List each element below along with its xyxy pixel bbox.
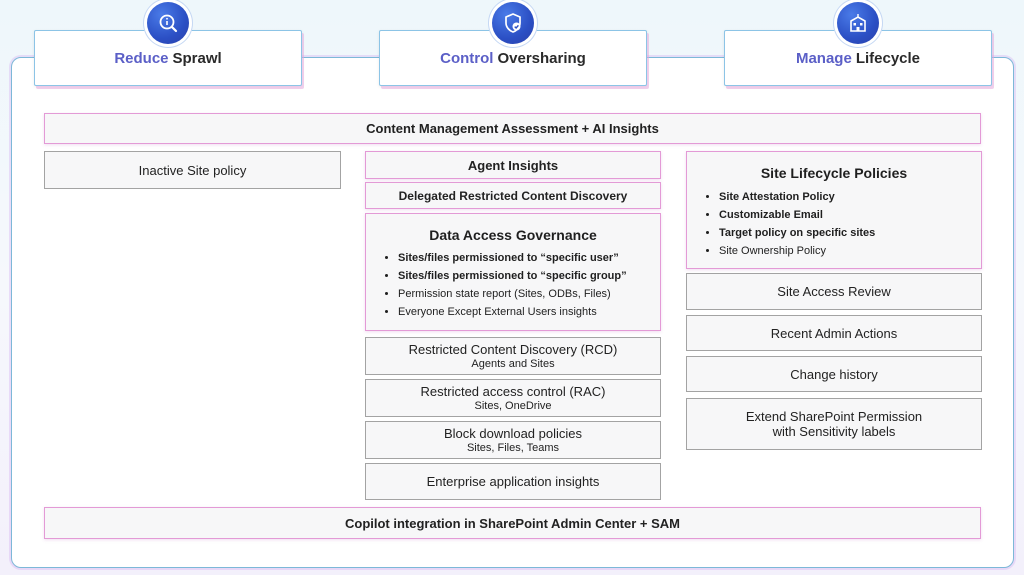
pillar-rest: Lifecycle bbox=[855, 49, 921, 67]
pillar-lead: Reduce bbox=[114, 49, 169, 67]
pillar-lead: Control bbox=[440, 49, 494, 67]
list-item: Everyone Except External Users insights bbox=[398, 303, 660, 321]
box-label: Extend SharePoint Permission bbox=[745, 409, 923, 424]
box-label: Recent Admin Actions bbox=[770, 325, 898, 341]
box-label: with Sensitivity labels bbox=[772, 424, 896, 439]
box-label: Restricted Content Discovery (RCD) bbox=[408, 342, 618, 357]
shield-check-icon bbox=[492, 2, 534, 44]
rcd-box: Restricted Content Discovery (RCD) Agent… bbox=[365, 337, 661, 375]
change-history-box: Change history bbox=[686, 356, 982, 392]
card-title: Site Lifecycle Policies bbox=[760, 165, 908, 181]
box-label: Enterprise application insights bbox=[426, 474, 600, 489]
extend-permission-box: Extend SharePoint Permission with Sensit… bbox=[686, 398, 982, 450]
content-management-assessment-bar: Content Management Assessment + AI Insig… bbox=[44, 113, 981, 144]
bar-label: Content Management Assessment + AI Insig… bbox=[366, 121, 659, 136]
box-sublabel: Agents and Sites bbox=[471, 358, 555, 370]
enterprise-insights-box: Enterprise application insights bbox=[365, 463, 661, 500]
pillar-rest: Sprawl bbox=[172, 49, 222, 67]
rac-box: Restricted access control (RAC) Sites, O… bbox=[365, 379, 661, 417]
slp-list: Site Attestation Policy Customizable Ema… bbox=[687, 188, 981, 260]
box-label: Site Access Review bbox=[777, 284, 891, 299]
list-item: Site Ownership Policy bbox=[719, 242, 981, 260]
pillar-rest: Oversharing bbox=[497, 49, 586, 67]
data-access-governance-card: Data Access Governance Sites/files permi… bbox=[365, 213, 661, 331]
box-label: Delegated Restricted Content Discovery bbox=[398, 188, 628, 203]
list-item: Customizable Email bbox=[719, 206, 981, 224]
box-label: Agent Insights bbox=[467, 157, 559, 173]
box-sublabel: Sites, OneDrive bbox=[474, 400, 552, 412]
inactive-site-policy-box: Inactive Site policy bbox=[44, 151, 341, 189]
list-item: Site Attestation Policy bbox=[719, 188, 981, 206]
card-title: Data Access Governance bbox=[429, 227, 597, 243]
recent-admin-actions-box: Recent Admin Actions bbox=[686, 315, 982, 351]
delegated-rcd-box: Delegated Restricted Content Discovery bbox=[365, 182, 661, 209]
site-access-review-box: Site Access Review bbox=[686, 273, 982, 310]
bar-label: Copilot integration in SharePoint Admin … bbox=[344, 515, 680, 531]
box-label: Block download policies bbox=[443, 426, 583, 441]
agent-insights-box: Agent Insights bbox=[365, 151, 661, 179]
list-item: Target policy on specific sites bbox=[719, 224, 981, 242]
list-item: Permission state report (Sites, ODBs, Fi… bbox=[398, 285, 660, 303]
copilot-integration-bar: Copilot integration in SharePoint Admin … bbox=[44, 507, 981, 539]
search-insights-icon bbox=[147, 2, 189, 44]
list-item: Sites/files permissioned to “specific us… bbox=[398, 249, 660, 267]
block-download-box: Block download policies Sites, Files, Te… bbox=[365, 421, 661, 459]
box-label: Inactive Site policy bbox=[138, 162, 247, 178]
site-lifecycle-policies-card: Site Lifecycle Policies Site Attestation… bbox=[686, 151, 982, 269]
box-label: Restricted access control (RAC) bbox=[420, 384, 606, 399]
building-icon bbox=[837, 2, 879, 44]
dag-list: Sites/files permissioned to “specific us… bbox=[366, 249, 660, 321]
pillar-lead: Manage bbox=[795, 49, 852, 67]
box-label: Change history bbox=[790, 366, 878, 382]
box-sublabel: Sites, Files, Teams bbox=[466, 442, 560, 454]
list-item: Sites/files permissioned to “specific gr… bbox=[398, 267, 660, 285]
